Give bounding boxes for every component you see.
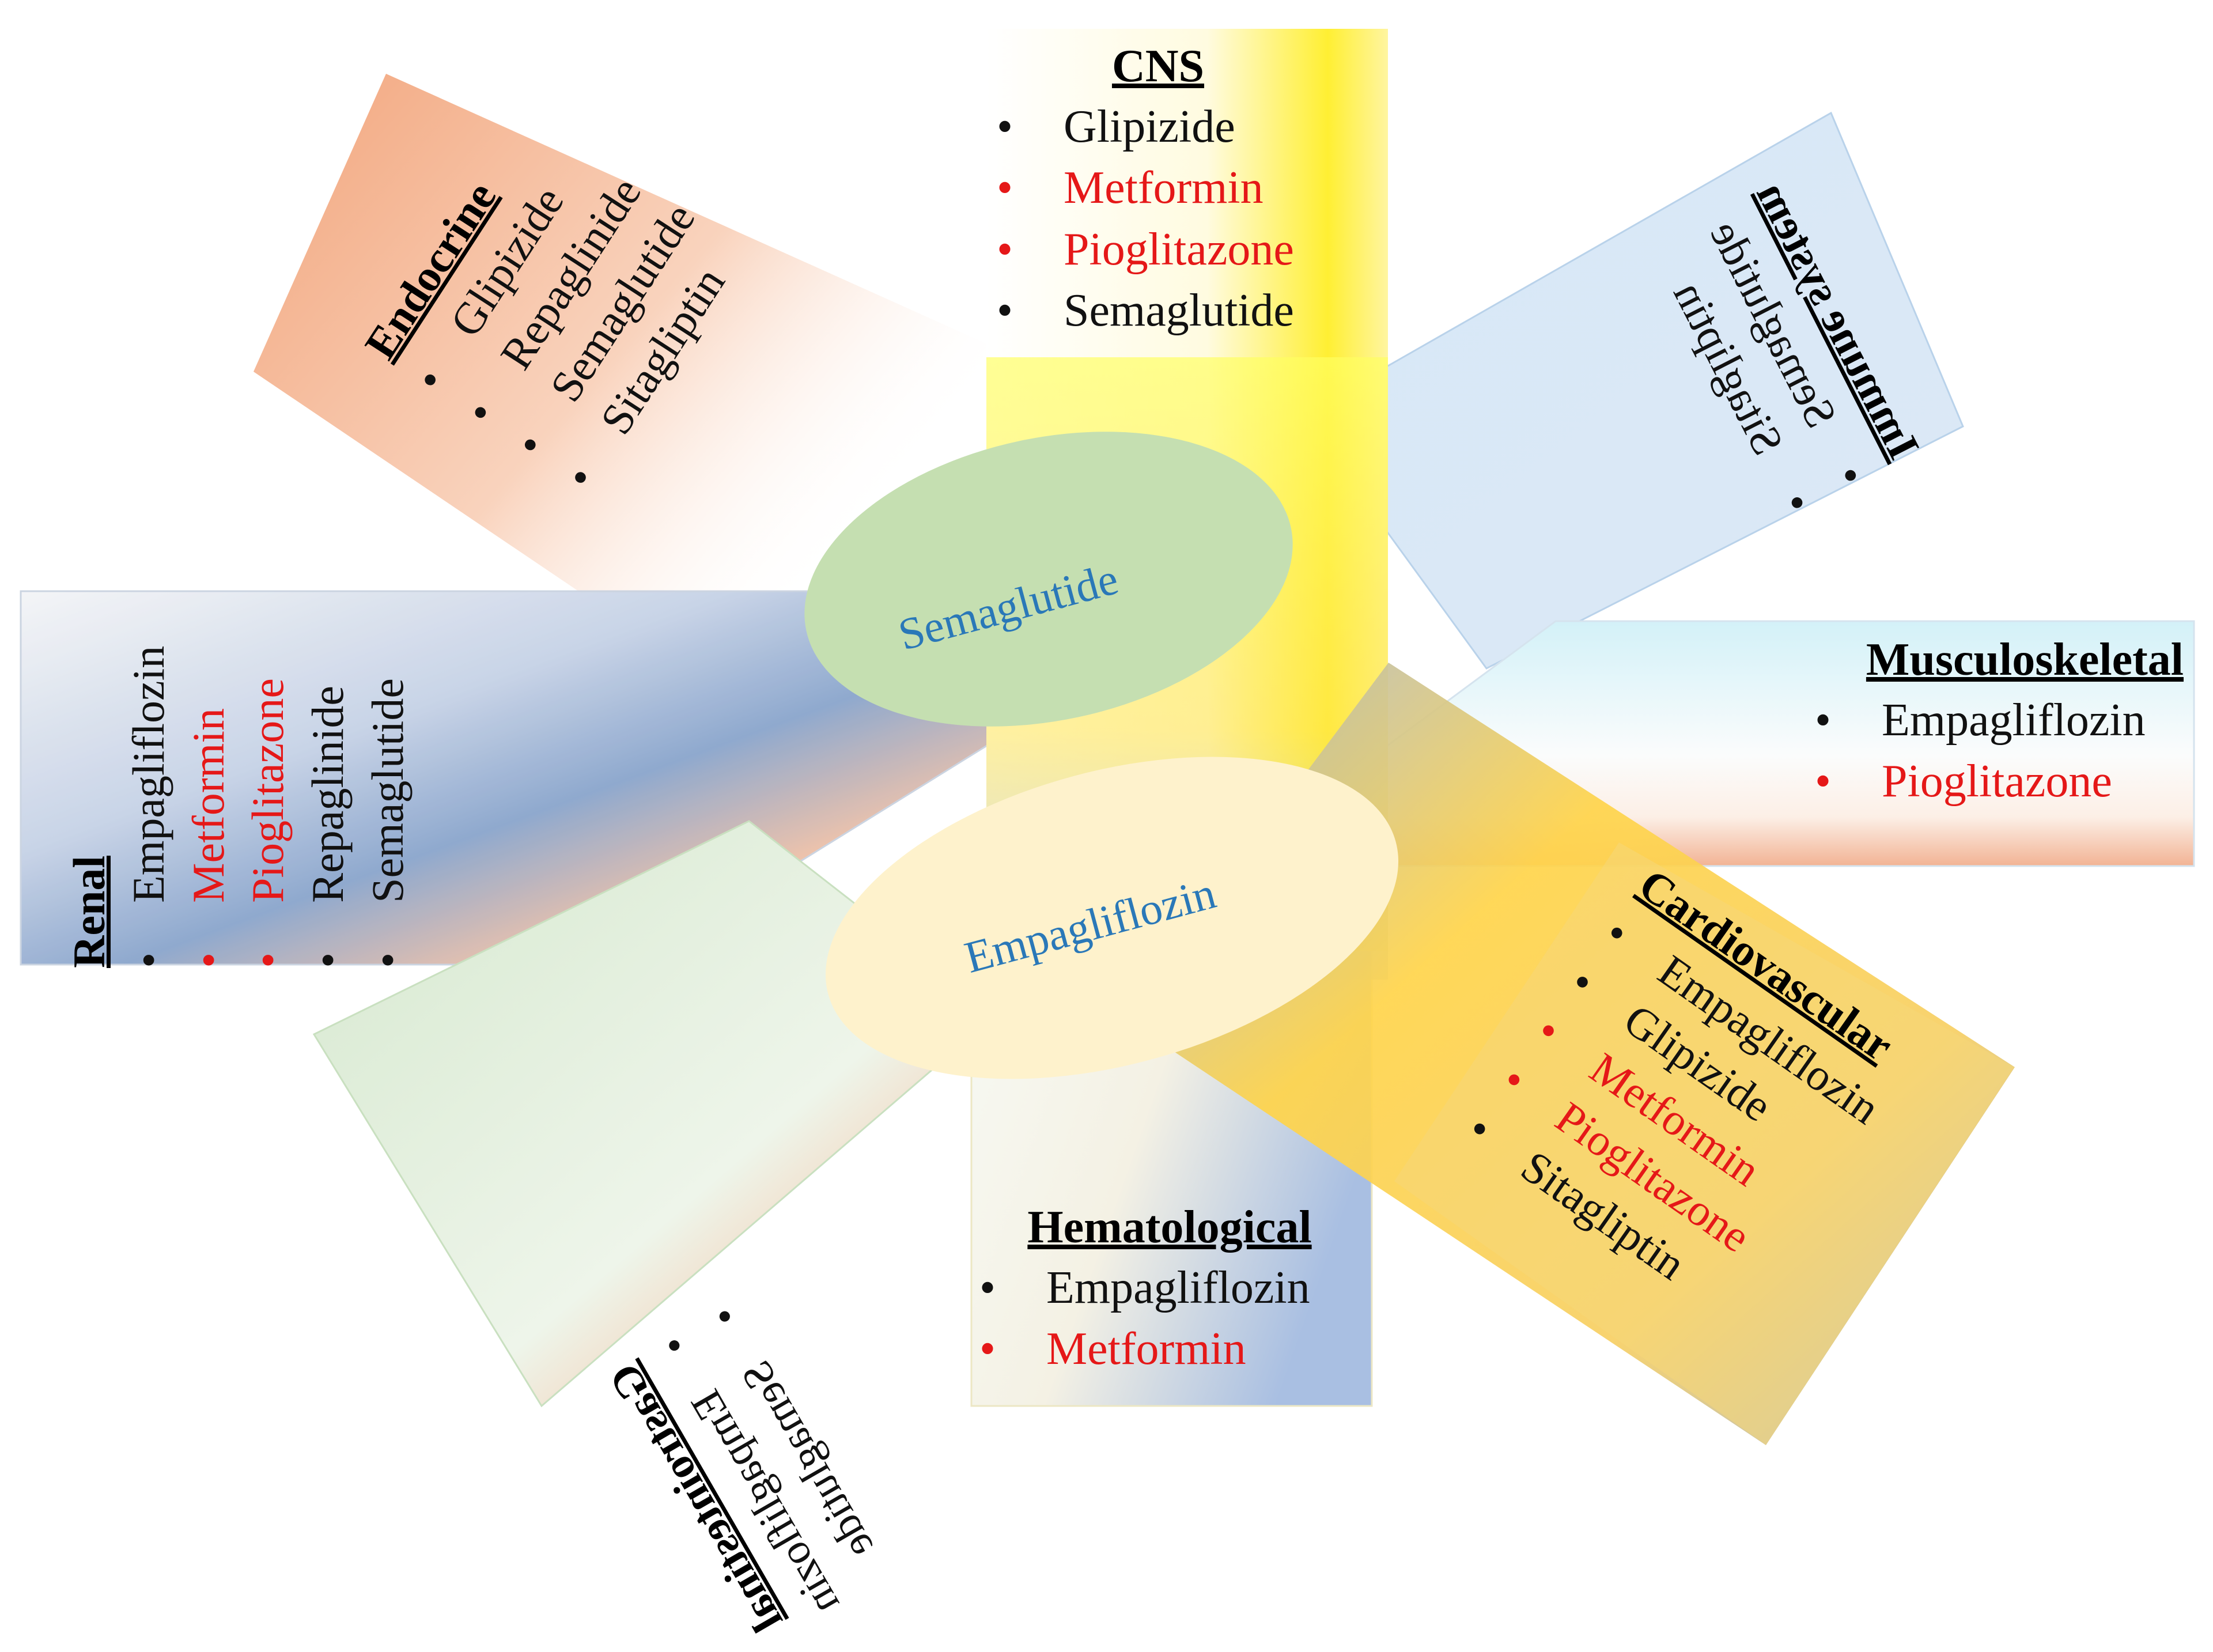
drug-item: Empagliflozin [979,1257,1360,1319]
cns-title: CNS [1111,41,1205,92]
musculoskeletal-label: Musculoskeletal EmpagliflozinPioglitazon… [1815,634,2184,812]
immune-band [1300,111,1964,670]
drug-item: Empagliflozin [119,646,179,968]
drug-item: Metformin [997,157,1319,219]
diagram-stage: Semaglutide Empagliflozin CNS GlipizideM… [0,0,2213,1469]
renal-label: Renal EmpagliflozinMetforminPioglitazone… [63,646,418,968]
drug-item: Empagliflozin [1815,690,2184,751]
cns-label: CNS GlipizideMetforminPioglitazoneSemagl… [997,40,1319,342]
hematological-list: EmpagliflozinMetformin [979,1257,1360,1380]
hematological-label: Hematological EmpagliflozinMetformin [979,1201,1360,1380]
semaglutide-ellipse [804,432,1293,727]
drug-item: Repaglinide [298,646,358,968]
drug-item: Metformin [979,1318,1360,1380]
cns-list: GlipizideMetforminPioglitazoneSemaglutid… [997,96,1319,342]
drug-item: Pioglitazone [1815,751,2184,812]
drug-item: Glipizide [997,96,1319,158]
empagliflozin-ellipse [825,757,1399,1079]
renal-title: Renal [64,856,114,968]
drug-item: Semaglutide [358,646,418,968]
musculoskeletal-title: Musculoskeletal [1866,634,2184,685]
drug-item: Pioglitazone [238,646,298,968]
hematological-title: Hematological [1027,1202,1312,1253]
renal-list: EmpagliflozinMetforminPioglitazoneRepagl… [119,646,418,968]
drug-item: Pioglitazone [997,219,1319,281]
drug-item: Metformin [179,646,239,968]
musculoskeletal-list: EmpagliflozinPioglitazone [1815,690,2184,812]
drug-item: Semaglutide [997,280,1319,342]
